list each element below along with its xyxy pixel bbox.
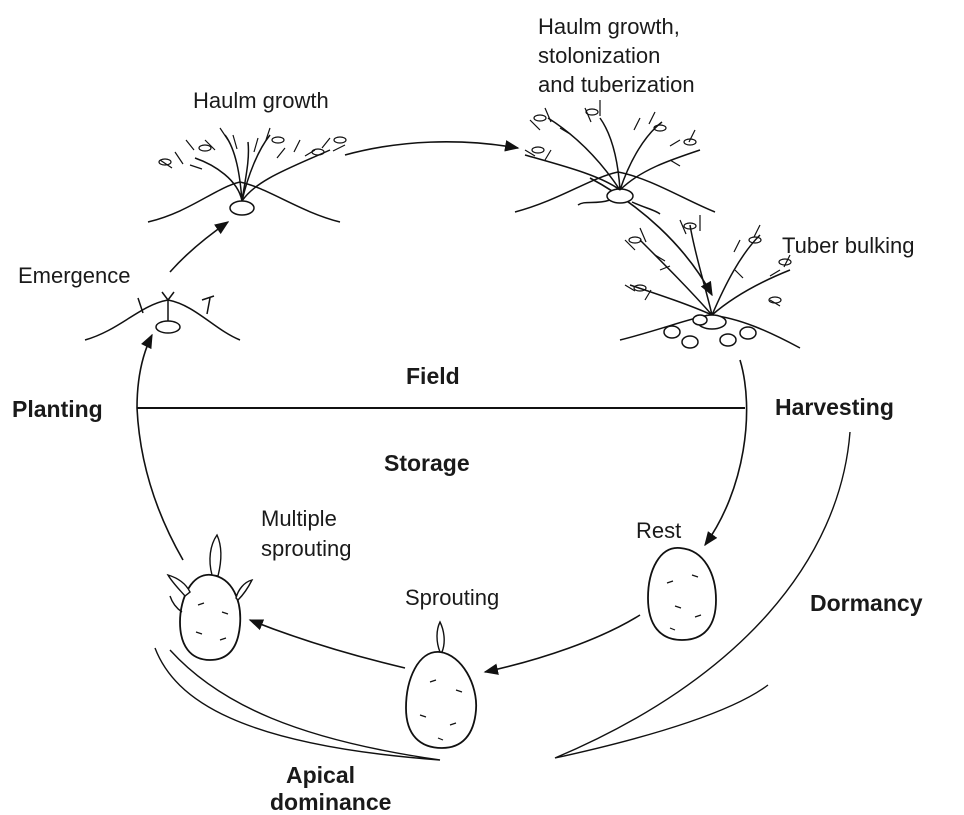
label-field: Field <box>406 363 460 389</box>
label-storage: Storage <box>384 450 470 476</box>
label-multiple-sprouting-line1: Multiple <box>261 506 337 532</box>
stolonization-illustration <box>515 100 715 214</box>
label-harvesting: Harvesting <box>775 394 894 420</box>
sprouting-tuber-illustration <box>406 622 476 748</box>
tuber-bulking-illustration <box>620 215 800 348</box>
haulm-growth-illustration <box>148 128 346 222</box>
label-haulm-stolonization-line1: Haulm growth, <box>538 14 680 40</box>
multiple-sprouting-tuber-illustration <box>168 535 252 660</box>
arrow-rest-to-sprouting <box>485 615 640 672</box>
label-dormancy: Dormancy <box>810 590 922 616</box>
label-haulm-growth: Haulm growth <box>193 88 329 114</box>
emergence-illustration <box>85 292 240 340</box>
arrow-planting-to-emergence <box>137 335 152 408</box>
label-haulm-stolonization-line2: stolonization <box>538 43 660 69</box>
label-multiple-sprouting-line2: sprouting <box>261 536 352 562</box>
label-planting: Planting <box>12 396 103 422</box>
arrow-harvest-to-rest <box>705 360 747 545</box>
arrow-emergence-to-haulm-growth <box>170 222 228 272</box>
label-apical-dominance-line2: dominance <box>270 789 391 815</box>
label-tuber-bulking: Tuber bulking <box>782 233 914 259</box>
rest-tuber-illustration <box>648 548 716 640</box>
label-rest: Rest <box>636 518 681 544</box>
apical-dominance-sweep <box>155 648 440 760</box>
arrow-haulm-growth-to-stolonization <box>345 142 518 155</box>
arrow-multiple-to-planting <box>137 408 183 560</box>
label-apical-dominance-line1: Apical <box>286 762 355 788</box>
label-haulm-stolonization-line3: and tuberization <box>538 72 695 98</box>
arrow-sprouting-to-multiple <box>250 620 405 668</box>
label-sprouting: Sprouting <box>405 585 499 611</box>
label-emergence: Emergence <box>18 263 131 289</box>
